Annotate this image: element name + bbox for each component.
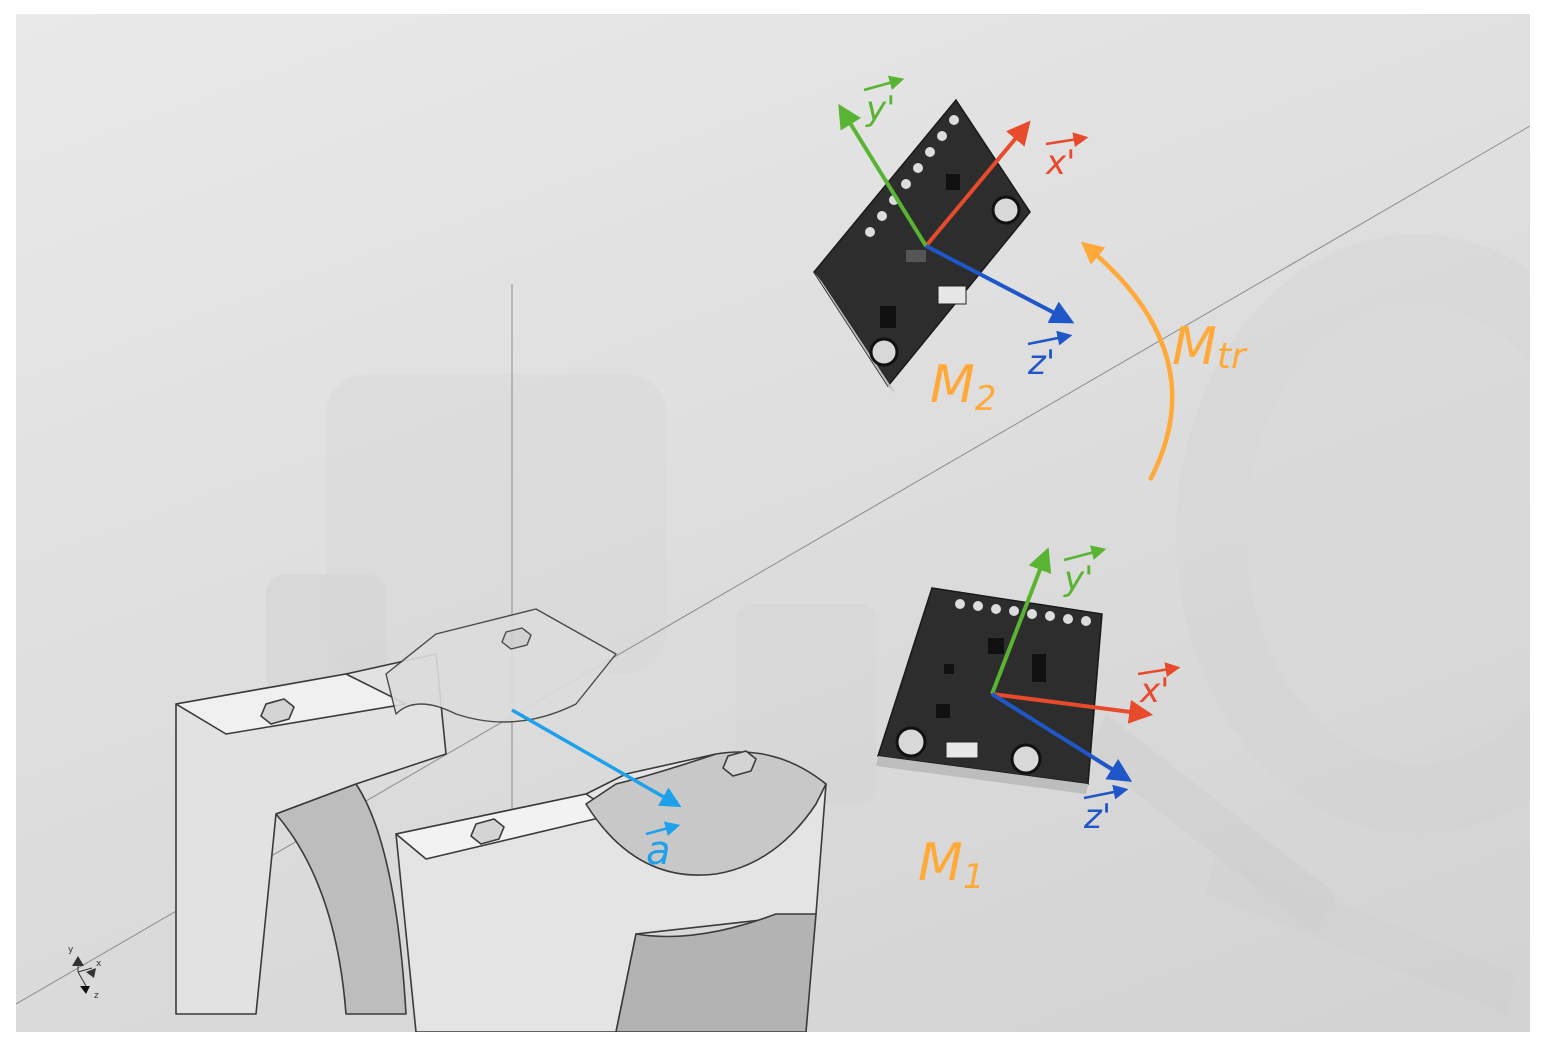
m1-x-axis-label: x' xyxy=(1139,671,1169,711)
view-orientation-triad: y x z xyxy=(68,945,102,1001)
axes-m2: x' y' z' xyxy=(838,75,1089,383)
m1-y-axis-arrow xyxy=(990,547,1052,695)
m1-z-axis-arrow xyxy=(990,692,1133,782)
m2-x-axis-label: x' xyxy=(1045,143,1075,183)
m2-y-axis-label: y' xyxy=(865,89,895,129)
m1-z-axis-label: z' xyxy=(1083,797,1111,837)
clamp-bracket-left xyxy=(175,653,447,1015)
clamp-bracket-top xyxy=(385,608,617,723)
m1-x-axis-arrow xyxy=(991,692,1154,724)
clamp-bracket-right xyxy=(395,750,827,1032)
triad-z-label: z xyxy=(94,991,99,1001)
m2-y-label-bar xyxy=(863,75,905,92)
sensor-board-m1 xyxy=(876,587,1103,794)
m2-x-label-bar xyxy=(1045,132,1089,148)
m1-y-axis-label: y' xyxy=(1063,559,1093,599)
diagram-canvas: a x' y' z' M1 xyxy=(16,75,1530,1032)
m2-z-axis-label: z' xyxy=(1027,343,1055,383)
cad-viewport[interactable]: a x' y' z' M1 xyxy=(16,14,1530,1032)
m2-y-axis-arrow xyxy=(838,103,928,248)
m1-y-label-bar xyxy=(1063,545,1107,562)
m1-label: M1 xyxy=(918,833,985,897)
vector-a-label-bar xyxy=(645,821,681,836)
m2-z-label-bar xyxy=(1027,330,1073,346)
sensor-board-m2 xyxy=(813,98,1031,394)
triad-x-label: x xyxy=(96,959,102,969)
axes-m1: x' y' z' xyxy=(990,545,1181,837)
m2-x-axis-arrow xyxy=(924,120,1031,248)
m2-z-axis-arrow xyxy=(925,244,1075,324)
m1-z-label-bar xyxy=(1083,784,1129,800)
triad-y-label: y xyxy=(68,945,74,955)
vector-a-label: a xyxy=(646,828,671,874)
ghost-assembly xyxy=(266,234,1530,1014)
vector-a-arrow xyxy=(511,708,682,808)
m1-x-label-bar xyxy=(1137,662,1181,678)
m2-label: M2 xyxy=(930,355,997,419)
mtr-rotation-arrow xyxy=(1080,241,1175,482)
mtr-label: Mtr xyxy=(1172,317,1248,377)
